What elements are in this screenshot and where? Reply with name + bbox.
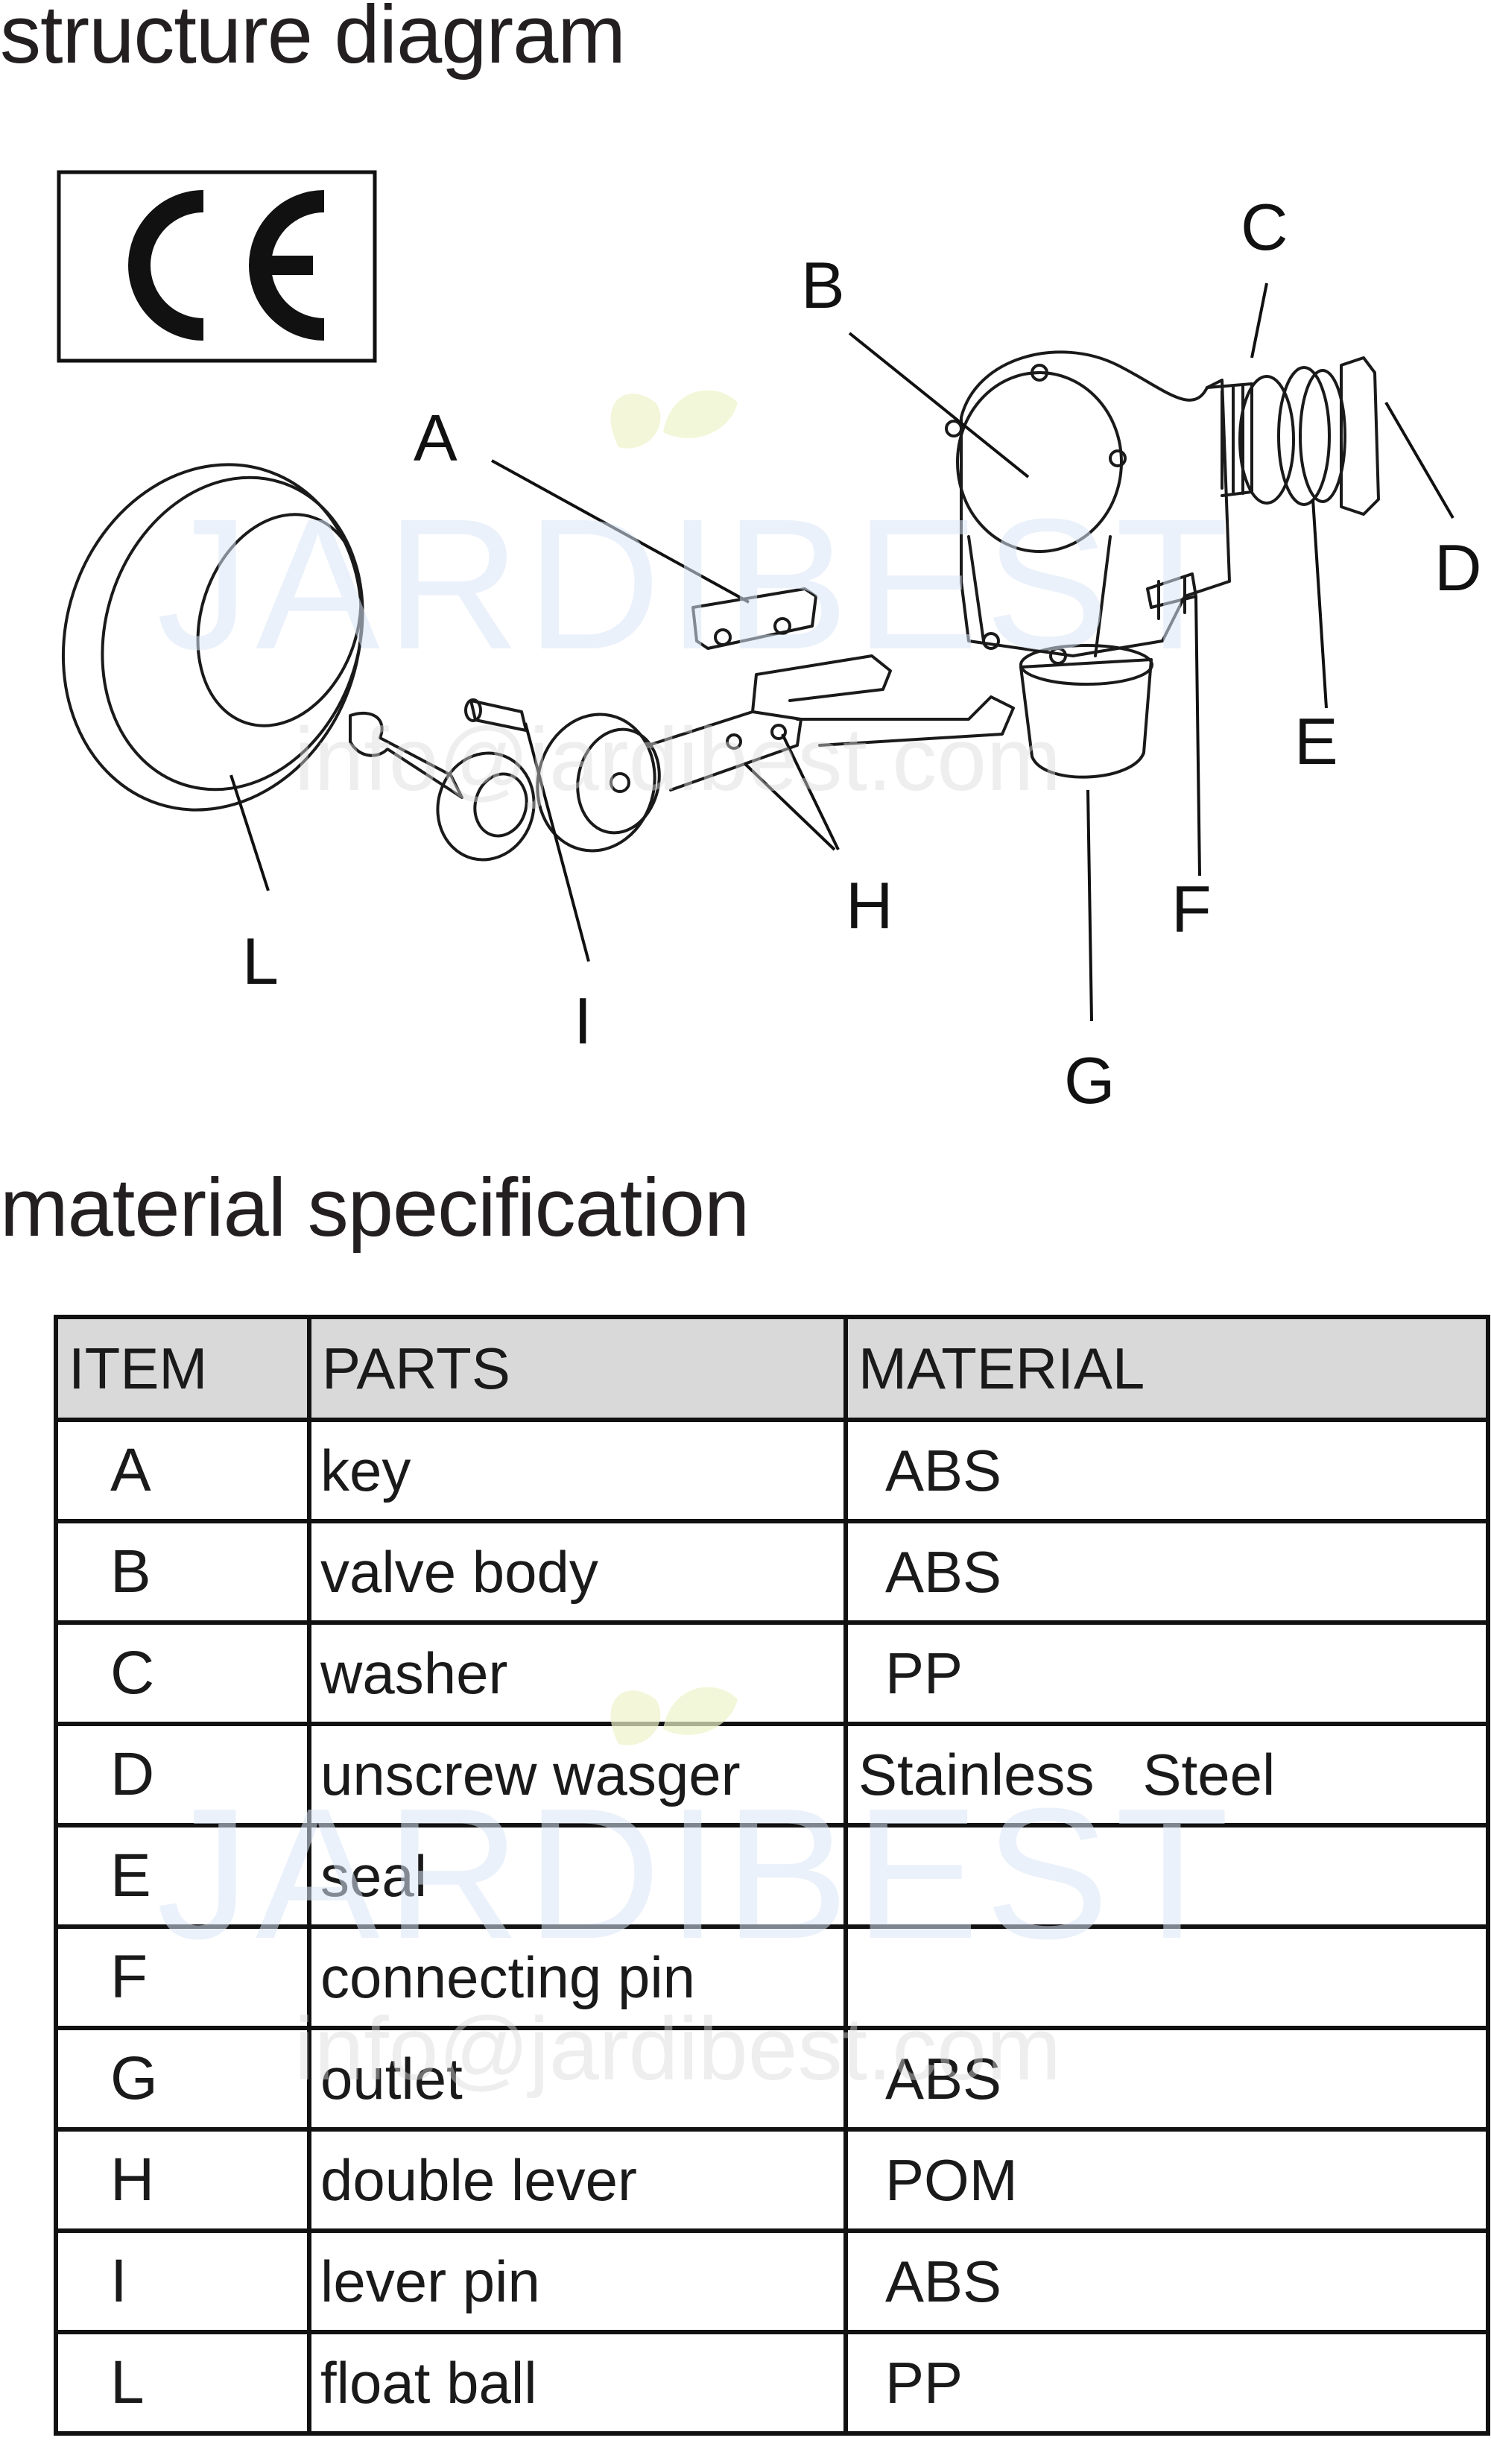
- washer: [1238, 375, 1295, 505]
- leader-lines: [229, 282, 1454, 1022]
- callout-label-d: D: [1434, 531, 1482, 604]
- material-cell: ABS: [843, 1418, 1490, 1523]
- item-cell: A: [54, 1418, 311, 1523]
- callout-label-g: G: [1064, 1043, 1115, 1117]
- double-lever: [536, 654, 1015, 853]
- item-cell: G: [54, 2026, 311, 2132]
- item-cell: I: [54, 2228, 311, 2334]
- part-cell: float ball: [307, 2330, 848, 2436]
- item-cell: F: [54, 1924, 311, 2030]
- item-cell: D: [54, 1722, 311, 1828]
- structure-diagram: A B C D E F G H I L: [57, 170, 1482, 1117]
- material-cell: [843, 1924, 1490, 2030]
- callout-label-h: H: [846, 868, 893, 942]
- table-row: B valve body ABS: [54, 1519, 1490, 1625]
- part-cell: outlet: [307, 2026, 848, 2132]
- item-cell: H: [54, 2127, 311, 2233]
- material-cell: ABS: [843, 1519, 1490, 1625]
- part-cell: valve body: [307, 1519, 848, 1625]
- inlet-thread: [1206, 382, 1253, 497]
- structure-diagram-heading: structure diagram: [0, 0, 626, 80]
- table-row: I lever pin ABS: [54, 2228, 1490, 2334]
- callout-label-a: A: [414, 401, 458, 475]
- lever-disc: [436, 751, 536, 862]
- float-ball: [61, 463, 463, 812]
- table-row: C washer PP: [54, 1620, 1490, 1726]
- column-header-parts: PARTS: [307, 1315, 848, 1422]
- callout-label-b: B: [801, 248, 845, 322]
- callout-label-i: I: [574, 984, 592, 1058]
- table-row: H double lever POM: [54, 2127, 1490, 2233]
- part-cell: seal: [307, 1823, 848, 1929]
- table-row: A key ABS: [54, 1418, 1490, 1523]
- material-specification-table: ITEM PARTS MATERIAL A key ABS B valve bo…: [54, 1315, 1490, 2436]
- material-cell: [843, 1823, 1490, 1929]
- callout-label-l: L: [242, 924, 279, 998]
- item-cell: C: [54, 1620, 311, 1726]
- material-cell: PP: [843, 2330, 1490, 2436]
- outlet: [1019, 644, 1153, 779]
- material-cell: ABS: [843, 2228, 1490, 2334]
- column-header-item: ITEM: [54, 1315, 311, 1422]
- callout-label-e: E: [1294, 704, 1338, 778]
- item-cell: L: [54, 2330, 311, 2436]
- material-cell: PP: [843, 1620, 1490, 1726]
- table-row: L float ball PP: [54, 2330, 1490, 2436]
- table-row: D unscrew wasger Stainless Steel: [54, 1722, 1490, 1828]
- part-cell: unscrew wasger: [307, 1722, 848, 1828]
- table-header-row: ITEM PARTS MATERIAL: [54, 1315, 1490, 1422]
- column-header-material: MATERIAL: [843, 1315, 1490, 1422]
- item-cell: B: [54, 1519, 311, 1625]
- part-cell: washer: [307, 1620, 848, 1726]
- lever-pin: [464, 698, 528, 732]
- callout-label-c: C: [1241, 190, 1288, 264]
- unscrew-washer: [1340, 356, 1380, 516]
- material-cell: Stainless Steel: [843, 1722, 1490, 1828]
- callout-label-f: F: [1171, 872, 1212, 946]
- ce-mark: [57, 170, 377, 363]
- ce-letter-c: [128, 190, 204, 341]
- item-cell: E: [54, 1823, 311, 1929]
- material-specification-heading: material specification: [0, 1162, 750, 1254]
- table-row: G outlet ABS: [54, 2026, 1490, 2132]
- part-cell: lever pin: [307, 2228, 848, 2334]
- part-cell: connecting pin: [307, 1924, 848, 2030]
- part-cell: key: [307, 1418, 848, 1523]
- key: [691, 587, 817, 650]
- material-cell: POM: [843, 2127, 1490, 2233]
- material-cell: ABS: [843, 2026, 1490, 2132]
- table-row: F connecting pin: [54, 1924, 1490, 2030]
- part-cell: double lever: [307, 2127, 848, 2233]
- seal: [1277, 366, 1346, 506]
- valve-body: [945, 350, 1231, 665]
- table-row: E seal: [54, 1823, 1490, 1929]
